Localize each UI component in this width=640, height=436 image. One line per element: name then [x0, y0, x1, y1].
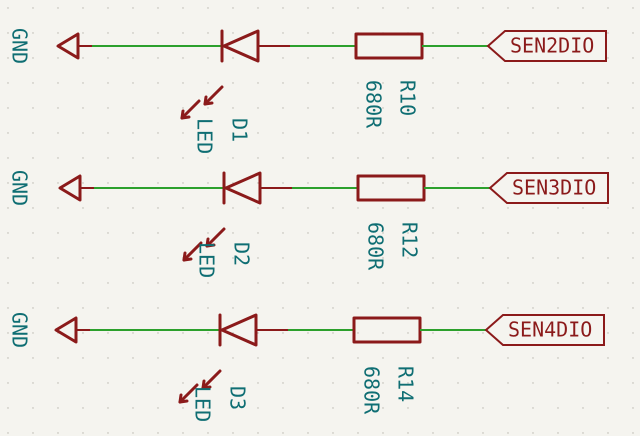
resistor-symbol[interactable] [352, 316, 422, 344]
net-label-flag[interactable]: SEN3DIO [488, 172, 609, 204]
diode-value: LED [195, 242, 219, 278]
ground-symbol[interactable] [58, 174, 82, 202]
net-label-flag[interactable]: SEN4DIO [484, 314, 605, 346]
diode-ref: D1 [228, 118, 252, 142]
diode-ref: D3 [226, 386, 250, 410]
resistor-ref: R10 [396, 80, 420, 116]
resistor-value: 680R [362, 80, 386, 129]
resistor-value: 680R [360, 366, 384, 415]
net-label-text: SEN2DIO [510, 34, 594, 58]
resistor-symbol[interactable] [354, 32, 424, 60]
ground-symbol[interactable] [56, 32, 80, 60]
circuit-row-3: GND SEN4DIO D3 LED R14 [8, 312, 605, 422]
light-emission-arrows-icon [182, 227, 226, 262]
led-symbol[interactable] [182, 171, 262, 262]
net-label-text: SEN4DIO [508, 318, 592, 342]
resistor-symbol[interactable] [356, 174, 426, 202]
net-label-flag[interactable]: SEN2DIO [486, 30, 607, 62]
led-symbol[interactable] [180, 29, 260, 120]
diode-value: LED [191, 386, 215, 422]
ground-symbol[interactable] [54, 316, 78, 344]
gnd-label: GND [8, 170, 32, 206]
circuit-row-2: GND SEN3DIO D2 LED R12 [8, 170, 609, 278]
resistor-value: 680R [364, 222, 388, 271]
net-label-text: SEN3DIO [512, 176, 596, 200]
light-emission-arrows-icon [180, 85, 224, 120]
circuit-row-1: GND SEN2DIO D1 LED R10 [8, 28, 607, 154]
grid-dots [7, 7, 634, 434]
light-emission-arrows-icon [178, 369, 222, 404]
gnd-label: GND [8, 312, 32, 348]
resistor-ref: R12 [398, 222, 422, 258]
resistor-ref: R14 [394, 366, 418, 402]
diode-value: LED [193, 118, 217, 154]
diode-ref: D2 [230, 242, 254, 266]
gnd-label: GND [8, 28, 32, 64]
led-symbol[interactable] [178, 313, 258, 404]
